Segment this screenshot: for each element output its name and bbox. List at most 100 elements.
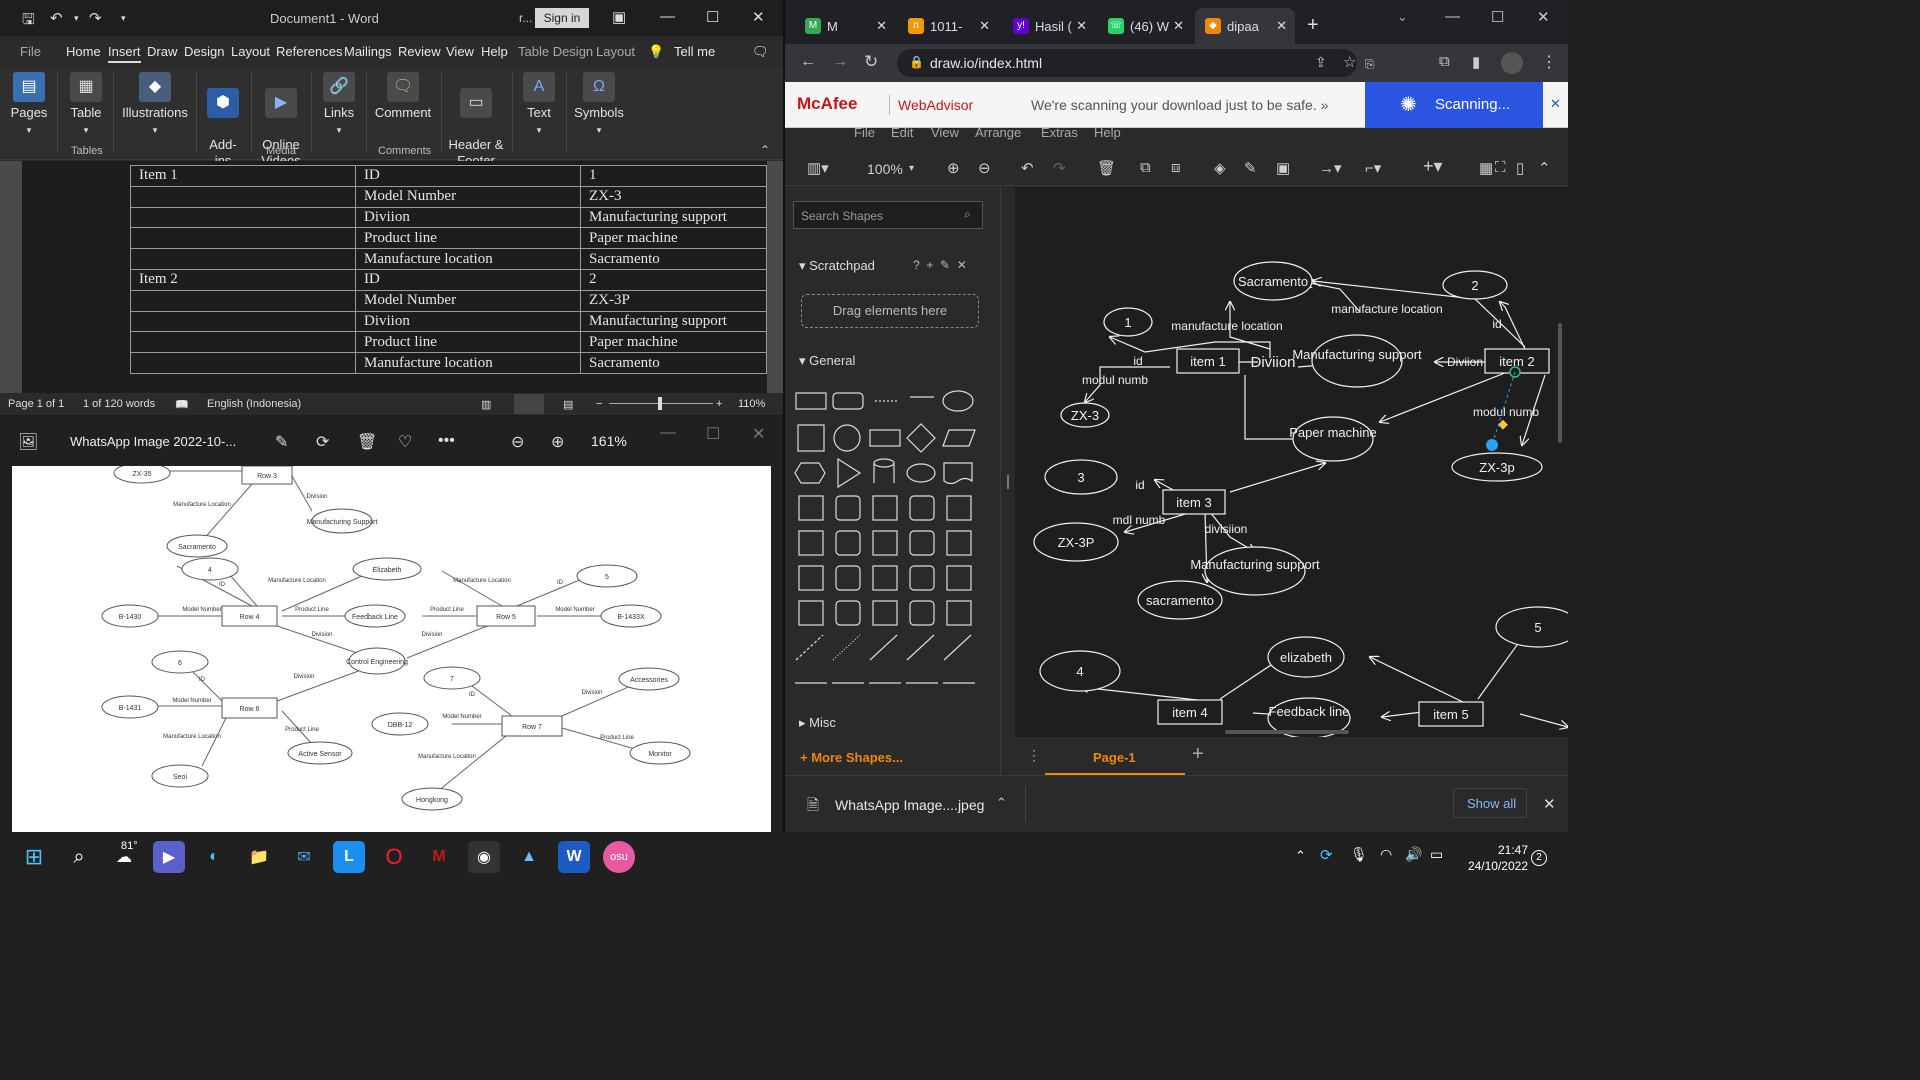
page-count[interactable]: Page 1 of 1 xyxy=(8,398,65,410)
zoom-in-icon[interactable]: ⊕ xyxy=(947,160,960,177)
clock[interactable]: 21:47 24/10/2022 xyxy=(1468,842,1528,874)
ribbon-display-icon[interactable]: ▣ xyxy=(612,9,627,26)
insert-icon[interactable]: +▾ xyxy=(1423,156,1443,176)
url-bar[interactable]: 🔒 draw.io/index.html ⇪ ☆ xyxy=(897,49,1357,77)
shape-dotted-line[interactable] xyxy=(832,634,861,661)
line-color-icon[interactable]: ✎ xyxy=(1244,160,1257,177)
menu-file[interactable]: File xyxy=(854,125,875,140)
download-filename[interactable]: WhatsApp Image....jpeg xyxy=(835,797,985,813)
table-cell[interactable]: ZX-3P xyxy=(580,289,767,312)
format-panel-icon[interactable]: ▥▾ xyxy=(807,160,829,177)
shape-palette-item[interactable] xyxy=(909,495,935,521)
header-footer-button[interactable]: ▭ Header & Footer xyxy=(446,72,506,169)
tab-references[interactable]: References xyxy=(276,44,343,59)
scratchpad-drop-zone[interactable]: Drag elements here xyxy=(801,294,979,328)
close-tab-icon[interactable]: ✕ xyxy=(876,18,887,33)
menu-arrange[interactable]: Arrange xyxy=(975,125,1022,140)
tell-me-search[interactable]: Tell me xyxy=(674,44,716,59)
search-icon[interactable]: ⌕ xyxy=(73,845,85,868)
table-cell[interactable]: Item 1 xyxy=(130,165,356,187)
shape-palette-item[interactable] xyxy=(909,530,935,556)
sidebar-resize-handle[interactable] xyxy=(1007,475,1009,489)
page-tab[interactable]: Page-1 xyxy=(1093,750,1136,765)
edge-item1-1b[interactable] xyxy=(1230,302,1271,350)
shape-palette-item[interactable] xyxy=(798,495,824,521)
zoom-in-icon[interactable]: + xyxy=(716,398,723,410)
forward-icon[interactable]: → xyxy=(832,53,848,70)
shape-palette-item[interactable] xyxy=(872,530,898,556)
text-button[interactable]: A Text▾ xyxy=(518,72,560,138)
delete-icon[interactable]: 🗑 xyxy=(1097,160,1117,177)
edge-item3-zx3p[interactable] xyxy=(1125,511,1193,532)
node-3[interactable] xyxy=(1044,459,1118,495)
download-options-icon[interactable]: ⌃ xyxy=(996,795,1007,810)
node-elizabeth[interactable] xyxy=(1267,636,1345,678)
menu-extras[interactable]: Extras xyxy=(1041,125,1078,140)
chrome-menu-icon[interactable]: ⋮ xyxy=(1541,54,1557,71)
customize-toolbar-icon[interactable]: ▾ xyxy=(121,13,126,23)
pages-menu-icon[interactable]: ⋮ xyxy=(1027,747,1041,763)
edge-item2-paper[interactable] xyxy=(1380,368,1516,422)
maximize-icon[interactable]: ☐ xyxy=(1491,9,1505,26)
osu-icon[interactable]: osu xyxy=(603,841,635,873)
tab-insert[interactable]: Insert xyxy=(108,44,141,63)
undo-dropdown-icon[interactable]: ▾ xyxy=(74,13,79,23)
shape-triangle[interactable] xyxy=(837,457,862,489)
tab-design[interactable]: Design xyxy=(184,44,225,59)
zoom-out-icon[interactable]: ⊖ xyxy=(978,160,991,177)
shape-rounded-rectangle[interactable] xyxy=(832,392,864,410)
start-icon[interactable]: ⊞ xyxy=(24,844,44,869)
table-cell[interactable] xyxy=(130,248,356,270)
table-cell[interactable]: 2 xyxy=(580,268,767,291)
close-icon[interactable]: ✕ xyxy=(752,426,766,443)
photos-icon[interactable]: ▲ xyxy=(521,848,537,865)
node-feedback[interactable] xyxy=(1267,697,1351,737)
close-tab-icon[interactable]: ✕ xyxy=(979,18,990,33)
redo-icon[interactable]: ↷ xyxy=(1053,160,1066,177)
zoom-select[interactable]: 100% xyxy=(867,161,903,177)
links-button[interactable]: 🔗 Links▾ xyxy=(318,72,360,138)
tab-file[interactable]: File xyxy=(20,44,41,59)
table-cell[interactable]: Manufacturing support xyxy=(580,206,767,229)
node-4[interactable] xyxy=(1039,650,1121,692)
misc-header[interactable]: ▸ Misc xyxy=(799,715,836,730)
shape-rectangle[interactable] xyxy=(795,392,827,410)
mail-icon[interactable]: ✉ xyxy=(297,849,311,866)
scratchpad-actions[interactable]: ? + ✎ ✕ xyxy=(913,258,967,272)
side-panel-icon[interactable]: ▮ xyxy=(1472,54,1481,71)
minimize-icon[interactable]: — xyxy=(660,424,676,441)
table-icon[interactable]: ▦ xyxy=(1479,160,1494,177)
comment-button[interactable]: 🗨 Comment xyxy=(372,72,434,121)
node-manufacturing-support-1[interactable] xyxy=(1311,334,1403,388)
table-cell[interactable] xyxy=(130,185,356,208)
table-cell[interactable]: Diviion xyxy=(355,206,581,229)
shape-process[interactable] xyxy=(869,429,901,447)
proofing-icon[interactable]: 📖 xyxy=(175,399,189,411)
redo-icon[interactable]: ↷ xyxy=(89,10,102,27)
search-icon[interactable]: ⌕ xyxy=(964,207,971,221)
close-download-bar-icon[interactable]: ✕ xyxy=(1543,796,1556,813)
node-sacramento[interactable] xyxy=(1233,261,1313,301)
table-cell[interactable] xyxy=(130,352,356,374)
tab-layout[interactable]: Layout xyxy=(231,44,271,59)
node-paper-machine[interactable] xyxy=(1292,416,1374,462)
comments-icon[interactable]: 🗨 xyxy=(752,44,769,59)
shape-palette[interactable] xyxy=(793,385,983,695)
table-cell[interactable]: Manufacture location xyxy=(355,248,581,270)
mcafee-icon[interactable]: M xyxy=(432,848,446,865)
close-banner-icon[interactable]: ✕ xyxy=(1550,96,1561,111)
edge-item1-paper[interactable] xyxy=(1244,375,1310,439)
shape-circle[interactable] xyxy=(833,424,861,452)
word-count[interactable]: 1 of 120 words xyxy=(83,398,156,410)
table-cell[interactable] xyxy=(130,331,356,354)
tab-help[interactable]: Help xyxy=(481,44,508,59)
more-shapes-button[interactable]: + More Shapes... xyxy=(800,750,903,765)
pages-button[interactable]: ▤ Pages▾ xyxy=(8,72,50,138)
table-cell[interactable]: Manufacturing support xyxy=(580,310,767,333)
table-cell[interactable]: 1 xyxy=(580,165,767,187)
selection-handle[interactable] xyxy=(1486,439,1498,451)
illustrations-button[interactable]: ◆ Illustrations▾ xyxy=(120,72,190,138)
